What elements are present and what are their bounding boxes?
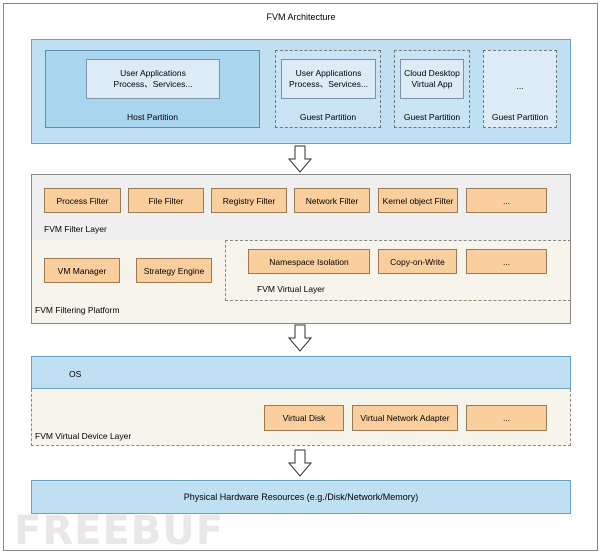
guest2-line1: Cloud Desktop [404, 68, 460, 78]
virtual-disk: Virtual Disk [264, 405, 344, 431]
guest2-line2: Virtual App [411, 79, 453, 89]
virtual-layer [225, 240, 571, 301]
guest1-user-apps: User Applications Process、Services... [281, 59, 376, 99]
virtual-network-adapter: Virtual Network Adapter [352, 405, 458, 431]
guest1-user-apps-line2: Process、Services... [289, 79, 368, 89]
host-partition: User Applications Process、Services... Ho… [45, 50, 260, 128]
virtual-layer-label: FVM Virtual Layer [257, 284, 325, 294]
down-arrow-icon [288, 324, 312, 352]
process-filter: Process Filter [44, 188, 121, 213]
guest3-label: Guest Partition [491, 112, 549, 122]
filtering-platform-label: FVM Filtering Platform [35, 305, 120, 315]
virtual-device-more: ... [466, 405, 547, 431]
guest3-ellipsis: ... [516, 81, 524, 91]
guest-partition-1: User Applications Process、Services... Gu… [275, 50, 381, 128]
host-user-apps-line1: User Applications [120, 68, 186, 78]
file-filter: File Filter [128, 188, 204, 213]
namespace-isolation: Namespace Isolation [248, 249, 370, 274]
guest-partition-2: Cloud Desktop Virtual App Guest Partitio… [394, 50, 470, 128]
diagram-frame [3, 3, 598, 551]
filter-more: ... [466, 188, 547, 213]
guest1-user-apps-line1: User Applications [295, 68, 362, 78]
guest1-label: Guest Partition [299, 112, 357, 122]
registry-filter: Registry Filter [211, 188, 287, 213]
virtual-layer-more: ... [466, 249, 547, 274]
os-layer: OS [31, 356, 571, 389]
host-user-apps: User Applications Process、Services... [86, 59, 220, 99]
os-label: OS [69, 369, 82, 379]
down-arrow-icon [288, 145, 312, 173]
diagram-title: FVM Architecture [266, 12, 336, 22]
vm-manager: VM Manager [44, 258, 120, 283]
network-filter: Network Filter [294, 188, 370, 213]
virtual-device-layer-label: FVM Virtual Device Layer [35, 431, 132, 441]
host-partition-label: Host Partition [126, 112, 179, 122]
guest2-cloud-desktop: Cloud Desktop Virtual App [400, 59, 464, 99]
guest-partition-3: ... Guest Partition [483, 50, 557, 128]
hardware-layer: Physical Hardware Resources (e.g./Disk/N… [31, 480, 571, 514]
down-arrow-icon [288, 449, 312, 477]
strategy-engine: Strategy Engine [136, 258, 212, 283]
kernel-object-filter: Kernel object Filter [378, 188, 458, 213]
watermark-logo: FREEBUF [14, 508, 225, 554]
guest2-label: Guest Partition [403, 112, 461, 122]
copy-on-write: Copy-on-Write [378, 249, 457, 274]
filter-layer-label: FVM Filter Layer [44, 224, 107, 234]
host-user-apps-line2: Process、Services... [113, 79, 193, 89]
